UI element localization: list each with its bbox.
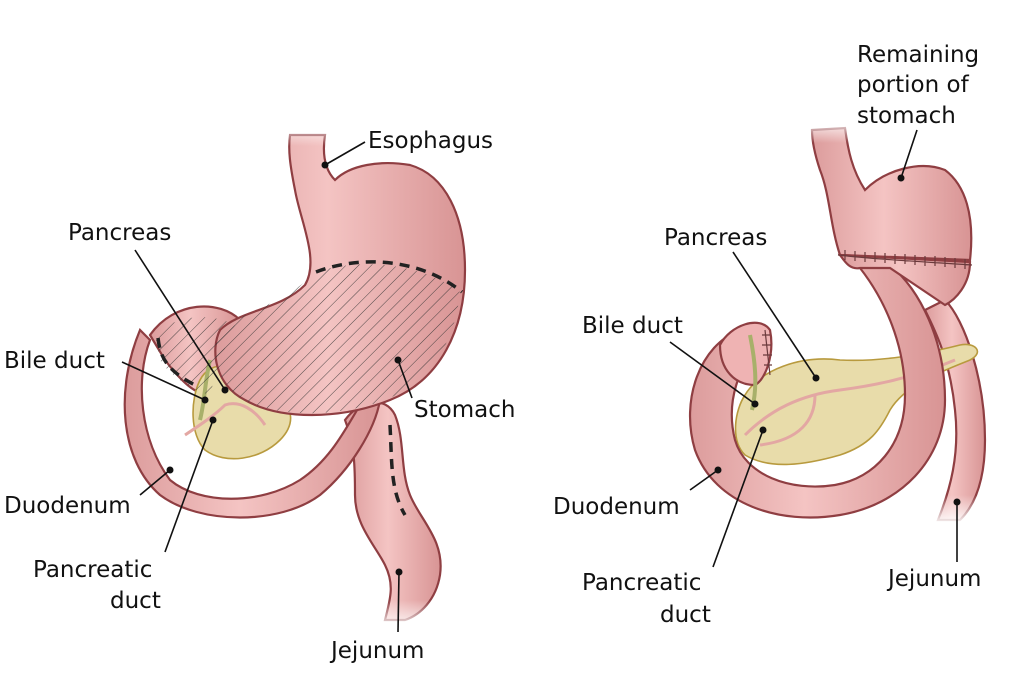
stomach-cut-line [315,260,464,294]
label-esophagus: Esophagus [368,128,493,154]
left-panel: Esophagus Pancreas Bile duct Stomach Duo… [4,118,515,664]
label-pancreas: Pancreas [68,220,171,246]
label-duodenum-right: Duodenum [553,494,680,520]
label-bile-duct: Bile duct [4,348,105,374]
label-pancreatic-duct-right-2: duct [660,602,711,628]
resection-hatch [215,264,460,414]
label-bile-duct-right: Bile duct [582,313,683,339]
label-jejunum: Jejunum [329,638,424,664]
jejunum-shape [343,401,442,622]
remaining-stomach-shape [810,126,973,262]
label-pancreatic-duct-1: Pancreatic [33,557,152,583]
right-panel: Remaining portion of stomach Pancreas Bi… [553,42,995,628]
label-remaining-2: portion of [857,72,970,98]
label-pancreas-right: Pancreas [664,225,767,251]
label-remaining-3: stomach [857,103,956,129]
label-stomach: Stomach [414,397,515,423]
label-pancreatic-duct-right-1: Pancreatic [582,570,701,596]
label-pancreatic-duct-2: duct [110,588,161,614]
label-jejunum-right: Jejunum [886,566,981,592]
label-remaining-1: Remaining [857,42,979,68]
label-duodenum: Duodenum [4,493,131,519]
anastomosis-suture [837,250,973,269]
